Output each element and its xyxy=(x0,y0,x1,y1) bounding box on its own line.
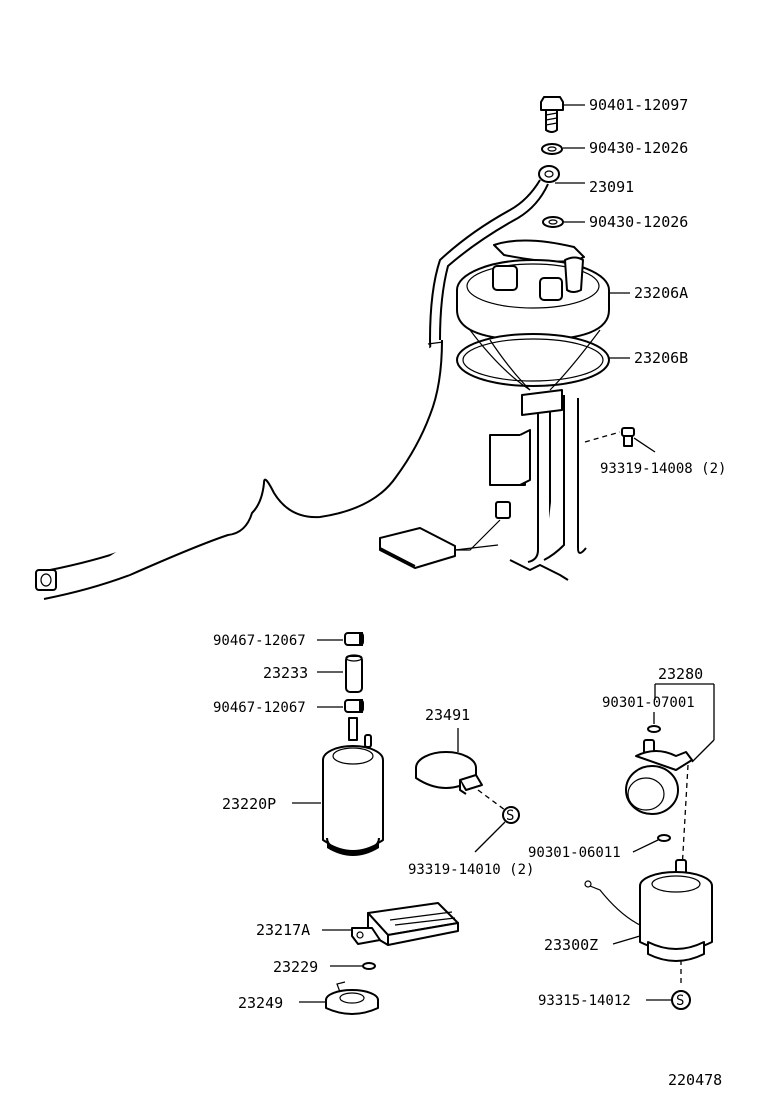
label-23220P: 23220P xyxy=(222,795,276,813)
hose-clamp-lower-part[interactable] xyxy=(344,699,364,713)
label-23491: 23491 xyxy=(425,706,470,724)
clip-part[interactable] xyxy=(362,962,376,970)
label-90467-12067-upper: 90467-12067 xyxy=(213,633,306,649)
label-93319-14010: 93319-14010 (2) xyxy=(408,862,534,878)
fuel-sender-gauge-plate[interactable] xyxy=(456,239,610,341)
label-23206B: 23206B xyxy=(634,349,688,367)
cushion-90301-07001-part[interactable] xyxy=(647,725,661,733)
diagram-number: 220478 xyxy=(668,1071,722,1089)
label-90430-12026-upper: 90430-12026 xyxy=(589,139,688,157)
label-90301-06011: 90301-06011 xyxy=(528,845,621,861)
label-90301-07001: 90301-07001 xyxy=(602,695,695,711)
pressure-regulator-part[interactable] xyxy=(625,739,693,815)
label-23300Z: 23300Z xyxy=(544,936,598,954)
svg-text:S: S xyxy=(506,808,514,824)
pump-cushion-part[interactable] xyxy=(325,981,379,1015)
pump-bracket-assembly xyxy=(450,329,601,581)
label-23280: 23280 xyxy=(658,665,703,683)
gasket-lower-part[interactable] xyxy=(542,216,564,228)
bolt-part[interactable] xyxy=(540,96,564,133)
fuel-hose-part[interactable] xyxy=(345,654,363,693)
hose-clamp-upper-part[interactable] xyxy=(344,632,364,646)
label-23233: 23233 xyxy=(263,664,308,682)
label-93315-14012: 93315-14012 xyxy=(538,993,631,1009)
gasket-upper-part[interactable] xyxy=(541,143,563,155)
label-23249: 23249 xyxy=(238,994,283,1012)
cushion-90301-06011-part[interactable] xyxy=(657,834,671,842)
label-93319-14008: 93319-14008 (2) xyxy=(600,461,726,477)
label-23206A: 23206A xyxy=(634,284,688,302)
fuel-level-float xyxy=(379,527,499,569)
long-fuel-pipe xyxy=(35,339,444,600)
svg-text:S: S xyxy=(676,993,684,1009)
label-90401-12097: 90401-12097 xyxy=(589,96,688,114)
fuel-pump-part[interactable] xyxy=(322,717,384,856)
label-90430-12026-lower: 90430-12026 xyxy=(589,213,688,231)
label-23091: 23091 xyxy=(589,178,634,196)
screw-93315-14012-marker[interactable]: S xyxy=(671,990,691,1010)
screw-93319-14008-part[interactable] xyxy=(621,427,635,447)
screw-93319-14010-marker[interactable]: S xyxy=(502,806,520,824)
label-23217A: 23217A xyxy=(256,921,310,939)
label-23229: 23229 xyxy=(273,958,318,976)
pump-band-clamp[interactable] xyxy=(415,751,483,795)
fuel-filter-part[interactable] xyxy=(584,859,713,962)
fuel-pump-filter-part[interactable] xyxy=(351,902,459,946)
label-90467-12067-lower: 90467-12067 xyxy=(213,700,306,716)
